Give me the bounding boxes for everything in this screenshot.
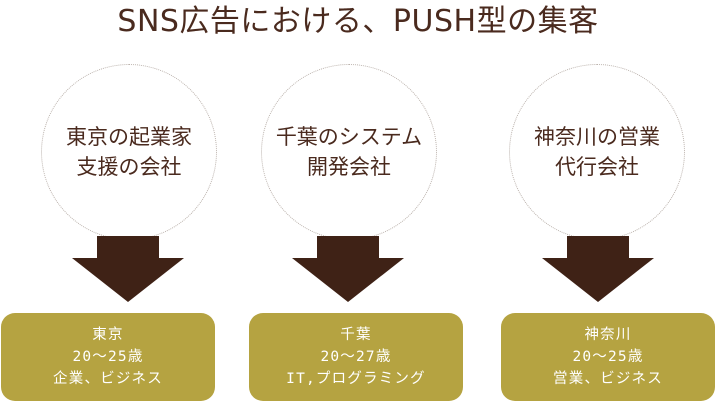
down-arrow-icon — [292, 236, 404, 302]
column-kanagawa: 神奈川の営業 代行会社 神奈川 20〜25歳 営業、ビジネス — [500, 0, 716, 404]
circle-kanagawa: 神奈川の営業 代行会社 — [509, 64, 685, 240]
target-box-kanagawa: 神奈川 20〜25歳 営業、ビジネス — [501, 313, 715, 401]
box-age: 20〜27歳 — [320, 349, 392, 365]
target-box-tokyo: 東京 20〜25歳 企業、ビジネス — [1, 313, 215, 401]
column-tokyo: 東京の起業家 支援の会社 東京 20〜25歳 企業、ビジネス — [0, 0, 240, 404]
box-interest: 企業、ビジネス — [53, 371, 163, 387]
down-arrow-icon — [542, 236, 654, 302]
box-interest: IT,プログラミング — [286, 371, 426, 387]
circle-line-2: 代行会社 — [555, 155, 639, 179]
column-chiba: 千葉のシステム 開発会社 千葉 20〜27歳 IT,プログラミング — [248, 0, 488, 404]
circle-line-1: 千葉のシステム — [275, 125, 423, 149]
circle-tokyo: 東京の起業家 支援の会社 — [41, 64, 217, 240]
box-region: 神奈川 — [584, 327, 632, 343]
circle-line-1: 神奈川の営業 — [534, 125, 660, 149]
diagram-title: SNS広告における、PUSH型の集客 — [117, 4, 599, 39]
down-arrow-icon — [72, 236, 184, 302]
circle-chiba: 千葉のシステム 開発会社 — [261, 64, 437, 240]
circle-line-2: 開発会社 — [307, 155, 391, 179]
box-interest: 営業、ビジネス — [553, 371, 663, 387]
box-age: 20〜25歳 — [72, 349, 144, 365]
box-region: 千葉 — [340, 327, 372, 343]
box-region: 東京 — [92, 327, 124, 343]
circle-line-2: 支援の会社 — [76, 155, 182, 179]
circle-line-1: 東京の起業家 — [66, 125, 192, 149]
box-age: 20〜25歳 — [572, 349, 644, 365]
target-box-chiba: 千葉 20〜27歳 IT,プログラミング — [249, 313, 463, 401]
